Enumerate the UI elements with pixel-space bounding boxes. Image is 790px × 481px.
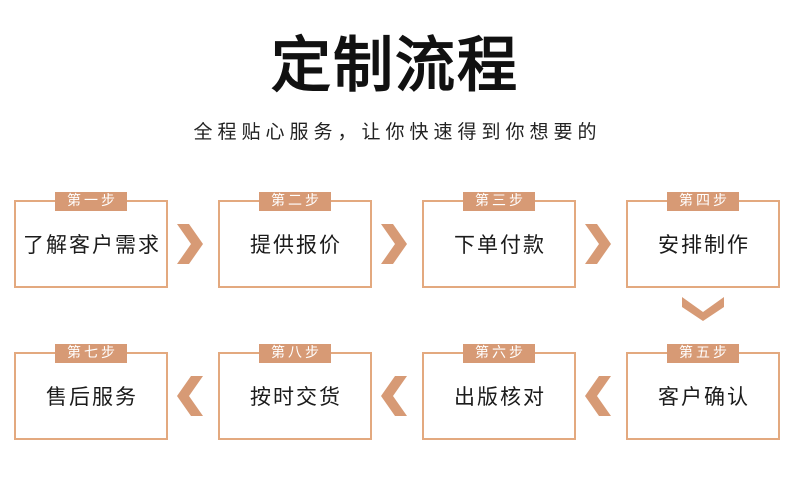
step-badge-1: 第一步 <box>55 192 127 211</box>
step-badge-2: 第二步 <box>259 192 331 211</box>
step-box-7[interactable]: 第七步 售后服务 <box>14 344 168 440</box>
step-box-8[interactable]: 第八步 按时交货 <box>218 344 372 440</box>
step-badge-8: 第八步 <box>259 344 331 363</box>
step-label-7: 售后服务 <box>46 385 138 409</box>
step-box-4[interactable]: 第四步 安排制作 <box>626 192 780 288</box>
chevron-left-icon-1 <box>175 374 205 418</box>
chevron-right-icon-2 <box>379 222 409 266</box>
page-subtitle: 全程贴心服务，让你快速得到你想要的 <box>193 122 602 143</box>
step-label-4: 安排制作 <box>658 233 750 257</box>
step-badge-6: 第六步 <box>463 344 535 363</box>
chevron-down-icon <box>680 296 726 322</box>
chevron-right-icon-3 <box>583 222 613 266</box>
chevron-right-icon-1 <box>175 222 205 266</box>
step-badge-5: 第五步 <box>667 344 739 363</box>
step-box-2[interactable]: 第二步 提供报价 <box>218 192 372 288</box>
step-badge-7: 第七步 <box>55 344 127 363</box>
step-label-3: 下单付款 <box>454 233 546 257</box>
step-label-2: 提供报价 <box>250 233 342 257</box>
step-label-1: 了解客户需求 <box>23 233 161 257</box>
step-box-3[interactable]: 第三步 下单付款 <box>422 192 576 288</box>
step-badge-4: 第四步 <box>667 192 739 211</box>
step-label-5: 客户确认 <box>658 385 750 409</box>
chevron-left-icon-3 <box>583 374 613 418</box>
step-label-6: 出版核对 <box>454 385 546 409</box>
page-title: 定制流程 <box>271 33 519 99</box>
step-label-8: 按时交货 <box>250 385 342 409</box>
chevron-left-icon-2 <box>379 374 409 418</box>
step-badge-3: 第三步 <box>463 192 535 211</box>
step-box-5[interactable]: 第五步 客户确认 <box>626 344 780 440</box>
step-box-6[interactable]: 第六步 出版核对 <box>422 344 576 440</box>
step-box-1[interactable]: 第一步 了解客户需求 <box>14 192 168 288</box>
